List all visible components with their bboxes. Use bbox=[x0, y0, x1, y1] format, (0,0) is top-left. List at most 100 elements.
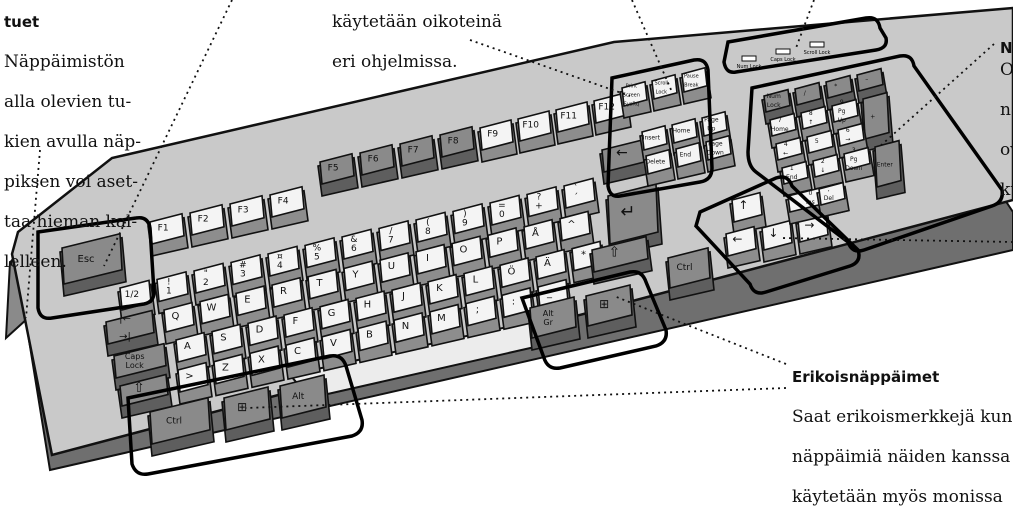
key-numpad-1-0-label: 7 bbox=[778, 117, 782, 124]
key-numpad-3-2-label: Pg bbox=[850, 156, 858, 163]
key-numpad-1-2-label: 9 bbox=[840, 99, 844, 106]
caption-stand-l5: taa hieman kal- bbox=[4, 212, 137, 232]
key-numpad-1-1-label: ↑ bbox=[808, 119, 813, 126]
key-nav-low-0: Delete bbox=[644, 150, 675, 186]
caption-stand-l6: lelleen. bbox=[4, 252, 67, 272]
key-f2-label: F2 bbox=[198, 215, 209, 225]
key-num-0-label: 1/2 bbox=[125, 290, 139, 300]
caption-numpad-l3: ov bbox=[1000, 140, 1013, 160]
caption-stand-head: tuet bbox=[4, 12, 164, 32]
key-numpad-4-1-label: , bbox=[828, 186, 830, 193]
key-win-right-label: ⊞ bbox=[599, 297, 609, 311]
key-9-a-label: Ö bbox=[508, 264, 516, 277]
key-num-11-label: + bbox=[535, 201, 543, 211]
key-7-q-label: I bbox=[426, 253, 429, 264]
key-numpad-3-1-label: 2 bbox=[821, 158, 825, 165]
key-numpad-3-3: Enter bbox=[873, 141, 905, 199]
key-f4-label: F4 bbox=[278, 197, 289, 207]
key-num-12-label: ´ bbox=[574, 192, 579, 203]
key-nav-low-2-label: Down bbox=[707, 149, 724, 156]
key-numpad-3-1-label: ↓ bbox=[820, 167, 825, 174]
key-f7-label: F7 bbox=[408, 146, 419, 156]
key-shift-right-label: ⇧ bbox=[608, 244, 620, 260]
key-8-z: ; bbox=[464, 296, 500, 337]
key-arrow-down-label: ↓ bbox=[768, 226, 778, 240]
key-num-5-label: 5 bbox=[314, 252, 320, 262]
key-nav-low-0-label: Delete bbox=[645, 158, 665, 165]
key-alt-gr-label: Gr bbox=[543, 318, 553, 327]
key-nav-top-1: ScrollLock bbox=[650, 75, 681, 111]
key-f8-label: F8 bbox=[448, 137, 459, 147]
key-3-a-label: F bbox=[293, 316, 299, 327]
key-2-z-label: X bbox=[258, 354, 265, 365]
indicator-light-0 bbox=[742, 56, 756, 61]
key-10-q-label: Å bbox=[532, 226, 539, 239]
key-nav-top-0-label: Screen bbox=[623, 92, 640, 98]
key-numpad-0-0-label: Lock bbox=[767, 102, 781, 109]
key-f3-label: F3 bbox=[238, 206, 249, 216]
key-0-q-label: Q bbox=[172, 311, 180, 322]
indicator-light-2 bbox=[810, 42, 824, 47]
key-alt-gr-label: Alt bbox=[543, 309, 554, 318]
key-numpad-1-0-label: Home bbox=[771, 126, 789, 133]
key-ctrl-right-label: Ctrl bbox=[676, 263, 692, 273]
caption-numpad-l2: nä bbox=[1000, 100, 1013, 120]
key-3-q-label: R bbox=[280, 286, 287, 297]
caption-shortcuts-l2: eri ohjelmissa. bbox=[332, 52, 458, 72]
key-1-q-label: W bbox=[206, 303, 216, 314]
key-6-a-label: J bbox=[401, 291, 405, 302]
key-numpad-1-2-label: Up bbox=[838, 117, 846, 124]
key-f11-label: F11 bbox=[560, 112, 577, 122]
key-5-z: B bbox=[356, 321, 392, 362]
key-2-q-label: E bbox=[244, 294, 250, 305]
key-numpad-3-2-label: Down bbox=[845, 165, 862, 172]
caption-stand-l2: alla olevien tu- bbox=[4, 92, 131, 112]
key-num-1-label: 1 bbox=[166, 286, 172, 296]
caption-special-keys: Erikoisnäppäimet Saat erikoismerkkejä ku… bbox=[792, 347, 1013, 507]
key-numpad-2-1-label: 5 bbox=[815, 138, 819, 145]
key-num-8-label: 8 bbox=[425, 227, 431, 237]
key-arrow-left-label: ← bbox=[732, 232, 742, 246]
caption-special-l1: Saat erikoismerkkejä kun bbox=[792, 407, 1012, 427]
key-6-z: N bbox=[392, 313, 428, 354]
indicator-label-2: Scroll Lock bbox=[804, 50, 831, 56]
key-8-a-label: L bbox=[473, 275, 479, 286]
key-nav-top-0: PrintScreenSysRq bbox=[620, 82, 651, 118]
key-7-a-label: K bbox=[436, 283, 443, 294]
key-5-q-label: Y bbox=[351, 270, 359, 281]
key-nav-top-1-label: Scroll bbox=[654, 80, 668, 86]
key-numpad-1-3-label: + bbox=[870, 113, 875, 120]
key-11-a-label: * bbox=[581, 250, 586, 261]
key-caps-lock-label: Caps bbox=[125, 352, 145, 361]
key-10-a-label: Ä bbox=[544, 256, 551, 269]
key-f9-label: F9 bbox=[487, 130, 498, 140]
key-arrow-down: ↓ bbox=[760, 221, 796, 262]
key-f9: F9 bbox=[478, 120, 517, 162]
key-numpad-3-0-label: 1 bbox=[790, 165, 794, 172]
key-6-z-label: N bbox=[402, 321, 409, 332]
key-11-q-label: ^ bbox=[567, 220, 575, 231]
key-win-label: ⊞ bbox=[237, 400, 247, 414]
key-4-a-label: G bbox=[328, 308, 336, 319]
caption-numpad: O nä ov ku bbox=[1000, 40, 1013, 200]
key-2-a-label: D bbox=[256, 324, 264, 335]
key-tab-label: →| bbox=[119, 331, 131, 342]
caption-shortcuts: käytetään oikoteinä eri ohjelmissa. bbox=[332, 0, 502, 72]
key-nav-low-1-label: End bbox=[680, 151, 692, 158]
key-nav-mid-1-label: Home bbox=[672, 127, 690, 134]
key-alt-label: Alt bbox=[292, 392, 305, 402]
key-5-z-label: B bbox=[366, 330, 373, 341]
key-numpad-2-0-label: 4 bbox=[784, 141, 788, 148]
key-7-z: M bbox=[428, 305, 464, 346]
key-num-7-label: 7 bbox=[388, 235, 394, 245]
key-num-6-label: 6 bbox=[351, 244, 357, 254]
key-f10: F10 bbox=[516, 111, 555, 153]
key-nav-top-1-label: Lock bbox=[656, 89, 668, 95]
key-numpad-3-3-label: Enter bbox=[877, 161, 894, 168]
key-caps-lock-label: Lock bbox=[126, 361, 145, 370]
key-3-z-label: C bbox=[294, 346, 301, 357]
key-ctrl-left-label: Ctrl bbox=[166, 417, 182, 427]
key-0-a-label: A bbox=[184, 341, 191, 352]
